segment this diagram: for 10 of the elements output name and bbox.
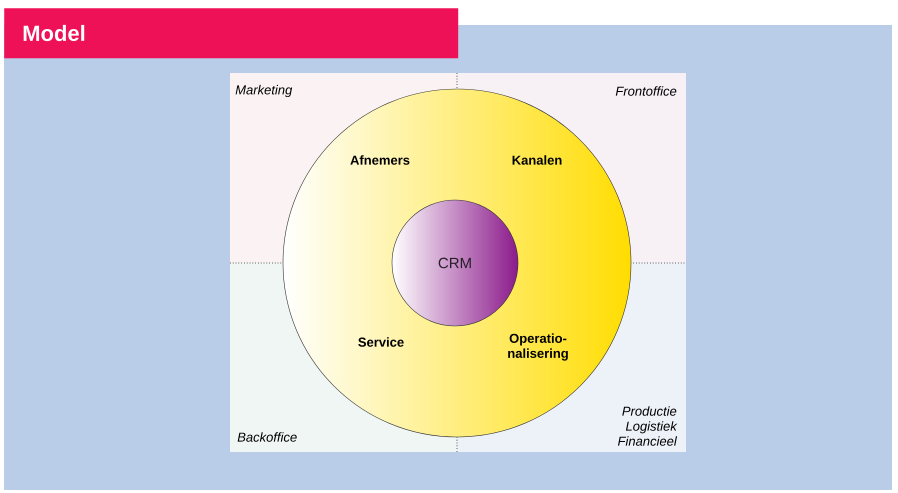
title: Model [24, 24, 84, 42]
segment-label: Service [358, 337, 404, 347]
quadrant-label: Frontoffice [616, 86, 676, 96]
quadrant-label: Backoffice [238, 432, 297, 442]
circle-label: CRM [438, 258, 471, 268]
segment-label: Kanalen [512, 155, 562, 165]
quadrant-label: Marketing [236, 84, 292, 98]
quadrant-label: Productie Logistiek Financieel [618, 406, 678, 446]
segment-label: Afnemers [350, 155, 410, 165]
segment-label: Operatio-nalisering [508, 333, 568, 361]
